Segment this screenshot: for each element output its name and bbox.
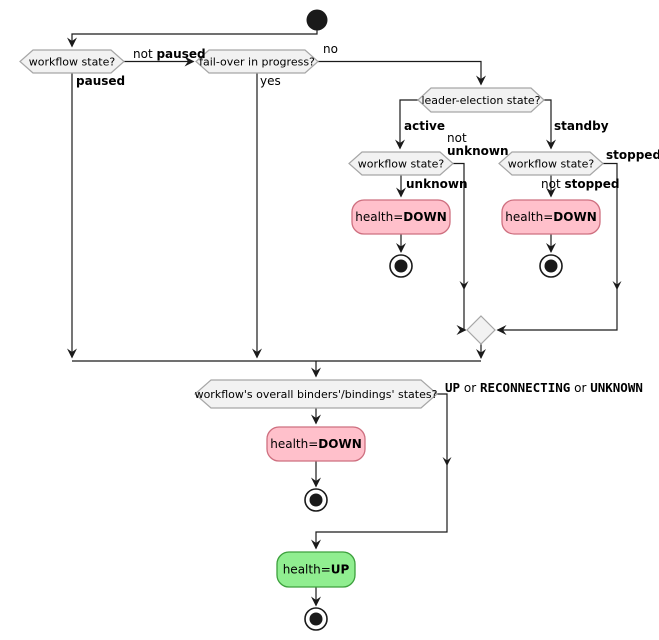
label-standby: standby (554, 119, 609, 133)
mid-arrowhead-left (459, 281, 469, 290)
edge-active (395, 99, 418, 150)
decision-workflow-state-active-label: workflow state? (358, 158, 445, 171)
decision-binders-states (194, 379, 438, 409)
label-not-paused: not paused (133, 47, 206, 61)
activity-health-down-2 (501, 199, 601, 235)
label-yes: yes (260, 74, 281, 88)
label-paused: paused (76, 74, 125, 88)
edge-start-to-workflow-state (67, 30, 318, 48)
edge-no-to-leader-election (318, 60, 486, 86)
decision-workflow-state-standby (498, 151, 604, 176)
merge-diamond (466, 315, 496, 345)
decision-workflow-state-active (348, 151, 454, 176)
decision-workflow-state-standby-label: workflow state? (508, 158, 595, 171)
decision-workflow-state-top (19, 49, 125, 74)
mid-arrowhead-right (612, 281, 622, 290)
end-node-2 (539, 254, 563, 278)
label-stopped: stopped (606, 148, 659, 162)
label-unknown: unknown (406, 177, 467, 191)
edge-not-unknown-to-merge (453, 162, 467, 335)
edge-stopped-to-merge (496, 162, 618, 335)
decision-workflow-state-top-label: workflow state? (29, 56, 116, 69)
edge-binders-branch-to-up (311, 393, 448, 550)
label-active: active (404, 119, 445, 133)
activity-health-down-2-label: health=DOWN (505, 210, 597, 224)
decision-failover-label: fail-over in progress? (199, 56, 315, 69)
decision-leader-election (417, 87, 545, 113)
activity-health-down-1 (351, 199, 451, 235)
decision-leader-election-label: leader-election state? (421, 94, 540, 107)
label-no: no (323, 42, 338, 56)
label-binders-branch: UP or RECONNECTING or UNKNOWN (445, 380, 643, 395)
activity-health-up-label: health=UP (283, 563, 350, 577)
activity-health-down-3 (266, 426, 366, 462)
label-not-stopped: not stopped (541, 177, 620, 191)
edge-standby (544, 99, 556, 150)
end-node-3 (304, 488, 328, 512)
decision-binders-states-label: workflow's overall binders'/bindings' st… (195, 388, 438, 401)
label-not-unknown-line1: not (447, 131, 467, 145)
activity-health-up (276, 551, 356, 588)
label-not-unknown-line2: unknown (447, 144, 508, 158)
activity-health-down-1-label: health=DOWN (355, 210, 447, 224)
decision-failover (195, 49, 319, 74)
activity-health-down-3-label: health=DOWN (270, 437, 362, 451)
end-node-1 (389, 254, 413, 278)
end-node-4 (304, 607, 328, 631)
mid-arrowhead-branch (442, 457, 452, 466)
start-node (306, 9, 328, 31)
